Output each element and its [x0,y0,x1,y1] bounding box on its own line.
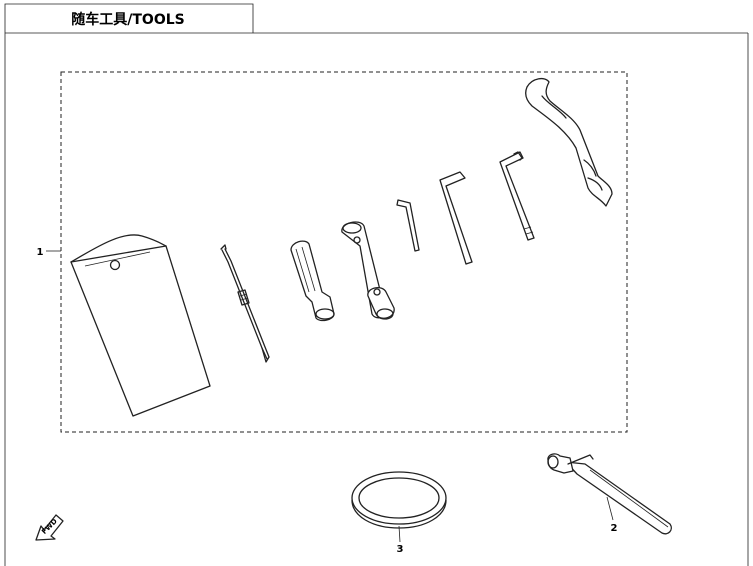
tire-pressure-gauge [547,453,672,535]
hex-key-medium [439,171,473,265]
c-spanner [525,77,613,207]
tool-kit-boundary [60,71,628,433]
callout-2-label: 2 [611,523,618,534]
hex-key-large [499,151,535,241]
callout-3-label: 3 [397,544,404,555]
screwdriver-shaft [220,244,270,363]
screwdriver-handle [290,240,335,322]
outer-frame [4,3,749,566]
page-title: 随车工具/TOOLS [71,11,184,28]
box-spanner [341,221,395,320]
hex-key-small [396,199,420,252]
callout-3-leader [398,525,401,543]
tool-bag [70,234,211,417]
fwd-arrow-icon: FWD [35,514,64,541]
callout-1-label: 1 [37,247,44,258]
rubber-band [351,471,447,529]
callout-2-leader [606,496,614,521]
